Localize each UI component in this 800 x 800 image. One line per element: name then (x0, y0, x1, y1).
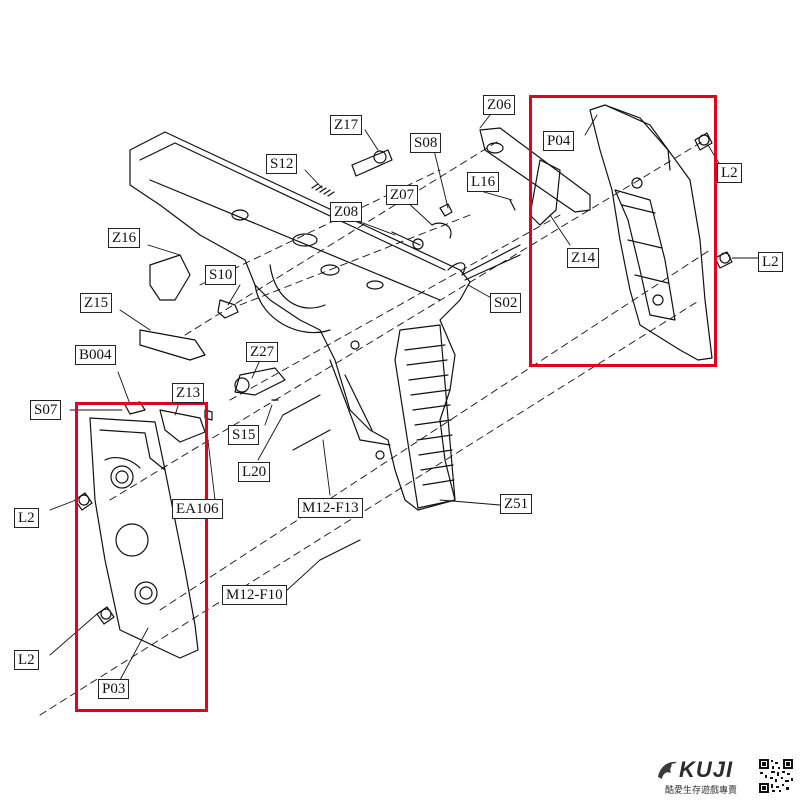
label-s12: S12 (266, 154, 298, 174)
label-l20: L20 (238, 462, 271, 482)
label-m12-f10: M12-F10 (222, 585, 287, 605)
label-s02: S02 (490, 293, 522, 313)
label-s07: S07 (30, 400, 62, 420)
left-grip-panel (89, 417, 199, 659)
label-s08: S08 (410, 133, 442, 153)
label-z14: Z14 (567, 248, 600, 268)
label-p04: P04 (543, 131, 575, 151)
grip-screws (74, 132, 733, 625)
label-ea106: EA106 (172, 499, 223, 519)
brand-tagline: 酷愛生存遊戲專賣 (665, 786, 738, 796)
leader-lines (49, 114, 761, 681)
label-l2-left-upper: L2 (14, 508, 39, 528)
dragon-emblem-icon (658, 761, 677, 779)
label-l2-right: L2 (758, 252, 783, 272)
label-b004: B004 (75, 345, 116, 365)
label-s10: S10 (205, 265, 237, 285)
label-p03: P03 (98, 679, 130, 699)
label-z15: Z15 (80, 293, 113, 313)
frame-part (129, 131, 471, 511)
qr-code-icon (758, 758, 794, 794)
label-z08: Z08 (330, 202, 363, 222)
label-z27: Z27 (246, 342, 279, 362)
brand-wordmark: KUJI (679, 757, 734, 782)
label-z07: Z07 (386, 185, 419, 205)
label-l16: L16 (467, 172, 500, 192)
right-grip-highlight-box (529, 95, 717, 367)
left-grip-highlight-box (75, 402, 208, 712)
label-z13: Z13 (172, 383, 205, 403)
label-l2-top: L2 (717, 163, 742, 183)
label-z51: Z51 (500, 494, 533, 514)
label-z06: Z06 (483, 95, 516, 115)
brand-logo: KUJI 酷愛生存遊戲專賣 (655, 757, 750, 797)
label-z17: Z17 (330, 115, 363, 135)
label-z16: Z16 (108, 228, 141, 248)
label-l2-left-lower: L2 (14, 650, 39, 670)
label-m12-f13: M12-F13 (298, 498, 363, 518)
right-grip-panel (589, 104, 713, 361)
label-s15: S15 (228, 425, 260, 445)
